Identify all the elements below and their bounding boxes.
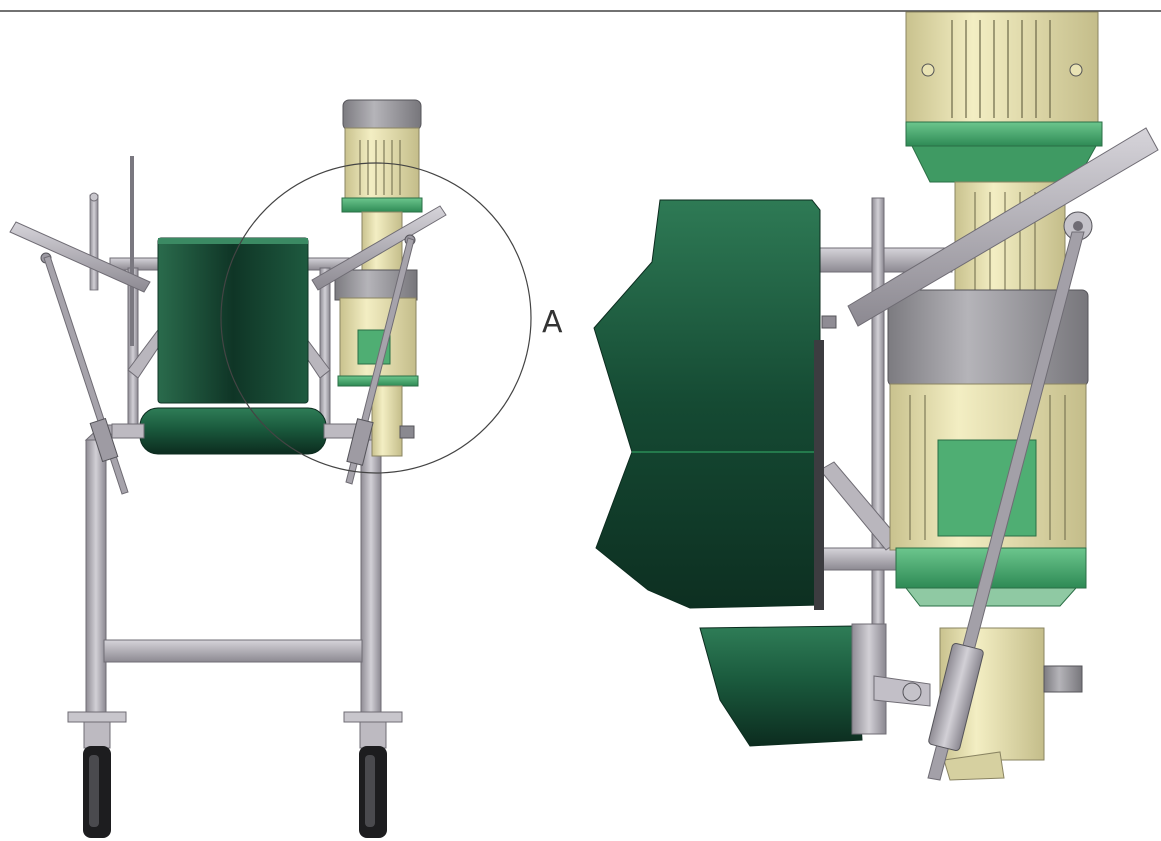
tension-arm-right	[311, 205, 447, 485]
detail-arm-bar	[847, 127, 1159, 327]
detail-tension-arm	[821, 127, 1159, 781]
roller-mount-left	[111, 423, 145, 439]
detail-conveyor-belt	[593, 199, 821, 609]
drive-motor-detail	[887, 11, 1103, 781]
motor-flange	[341, 197, 423, 213]
lower-crossbar	[103, 639, 363, 663]
frame-post-right	[319, 267, 331, 429]
front-view	[9, 99, 447, 838]
guide-post	[89, 194, 99, 291]
detail-tension-rod	[927, 231, 1085, 781]
detail-callout-label: A	[542, 305, 563, 340]
detail-lower-rail	[817, 547, 901, 571]
belt-edge-highlight	[158, 238, 308, 244]
detail-lower-roller	[699, 625, 863, 747]
detail-vertical-post	[871, 197, 885, 639]
caster-left	[67, 711, 127, 838]
guide-rod	[130, 156, 134, 346]
drive-coupling	[371, 385, 403, 457]
tension-arm-left	[9, 221, 151, 495]
detail-rod-sleeve	[928, 643, 984, 751]
detail-view	[593, 11, 1159, 781]
lower-roller	[139, 407, 327, 455]
right-leg	[360, 439, 382, 719]
detail-output-bracket	[943, 751, 1005, 781]
detail-lower-taper	[904, 587, 1078, 607]
guide-post-knob	[89, 192, 99, 202]
detail-callout-circle	[220, 162, 532, 474]
drive-motor-front	[334, 99, 423, 457]
detail-motor-top	[905, 11, 1099, 123]
detail-output-shaft	[1043, 665, 1083, 693]
caster-right	[343, 711, 403, 838]
detail-small-bracket	[821, 315, 837, 329]
drive-shaft-stub	[399, 425, 415, 439]
motor-top-cap	[342, 99, 422, 131]
detail-motor-flange	[905, 121, 1103, 147]
detail-brace	[819, 461, 901, 551]
detail-belt-edge	[814, 340, 824, 610]
left-leg	[85, 439, 107, 719]
roller-mount-right	[323, 423, 357, 439]
